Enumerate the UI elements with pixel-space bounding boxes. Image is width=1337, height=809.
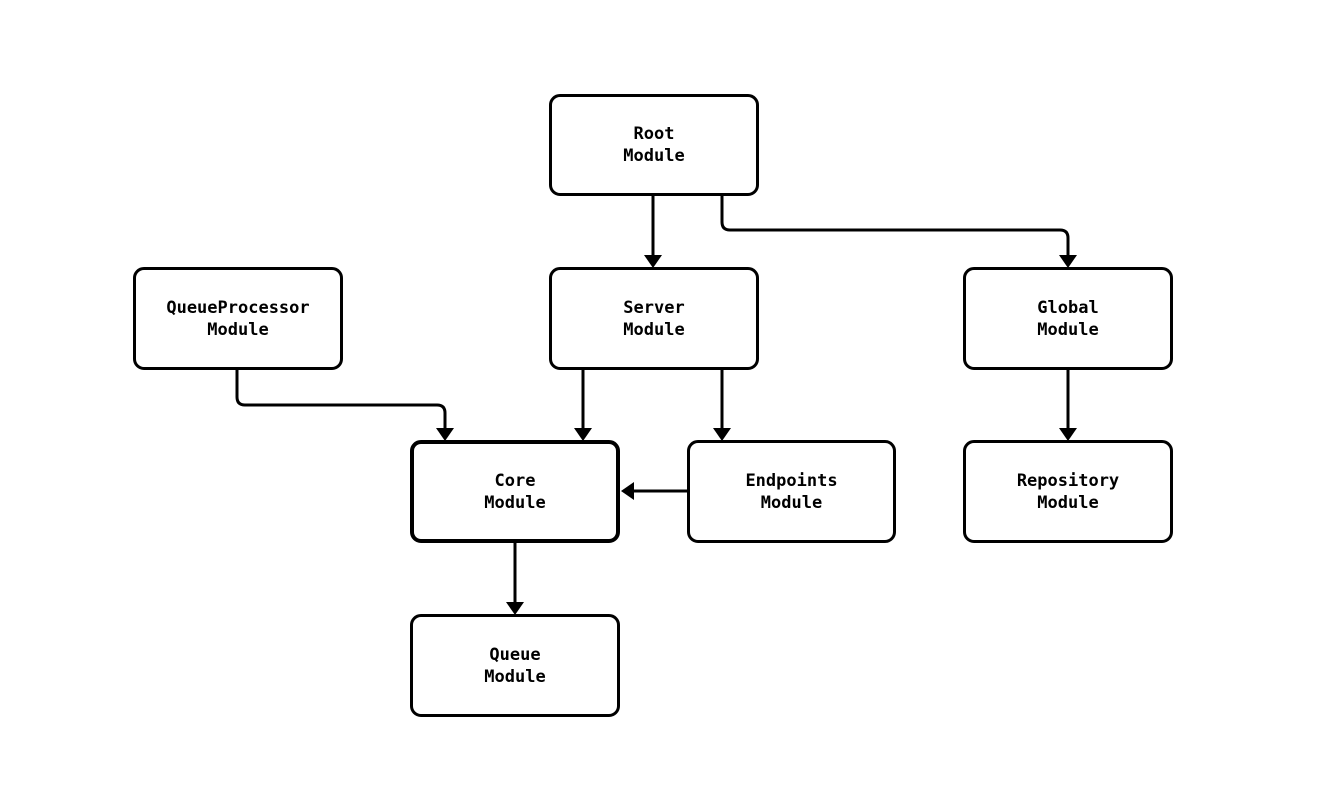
- node-label-endpoints: Endpoints Module: [745, 470, 838, 513]
- node-queueprocessor[interactable]: QueueProcessor Module: [133, 267, 343, 370]
- edge-global-repository: [1059, 370, 1077, 441]
- node-label-server: Server Module: [623, 297, 685, 340]
- edge-server-core: [574, 370, 592, 441]
- edge-arrowhead-endpoints-core: [621, 482, 634, 500]
- edge-root-global: [720, 196, 1077, 268]
- node-endpoints[interactable]: Endpoints Module: [687, 440, 896, 543]
- edge-root-server: [644, 196, 662, 268]
- node-label-queueprocessor: QueueProcessor Module: [166, 297, 310, 340]
- edge-line-root-global: [720, 196, 1070, 256]
- node-repository[interactable]: Repository Module: [963, 440, 1173, 543]
- node-label-global: Global Module: [1037, 297, 1099, 340]
- edge-endpoints-core: [621, 482, 687, 500]
- node-core[interactable]: Core Module: [410, 440, 620, 543]
- node-label-queue: Queue Module: [484, 644, 546, 687]
- node-label-repository: Repository Module: [1016, 470, 1120, 513]
- edge-line-queueprocessor-core: [235, 370, 447, 429]
- node-global[interactable]: Global Module: [963, 267, 1173, 370]
- edge-server-endpoints: [713, 370, 731, 441]
- edge-queueprocessor-core: [235, 370, 454, 441]
- node-server[interactable]: Server Module: [549, 267, 759, 370]
- node-root[interactable]: Root Module: [549, 94, 759, 196]
- node-label-root: Root Module: [623, 124, 685, 166]
- node-label-core: Core Module: [484, 470, 546, 513]
- node-queue[interactable]: Queue Module: [410, 614, 620, 717]
- edge-core-queue: [506, 543, 524, 615]
